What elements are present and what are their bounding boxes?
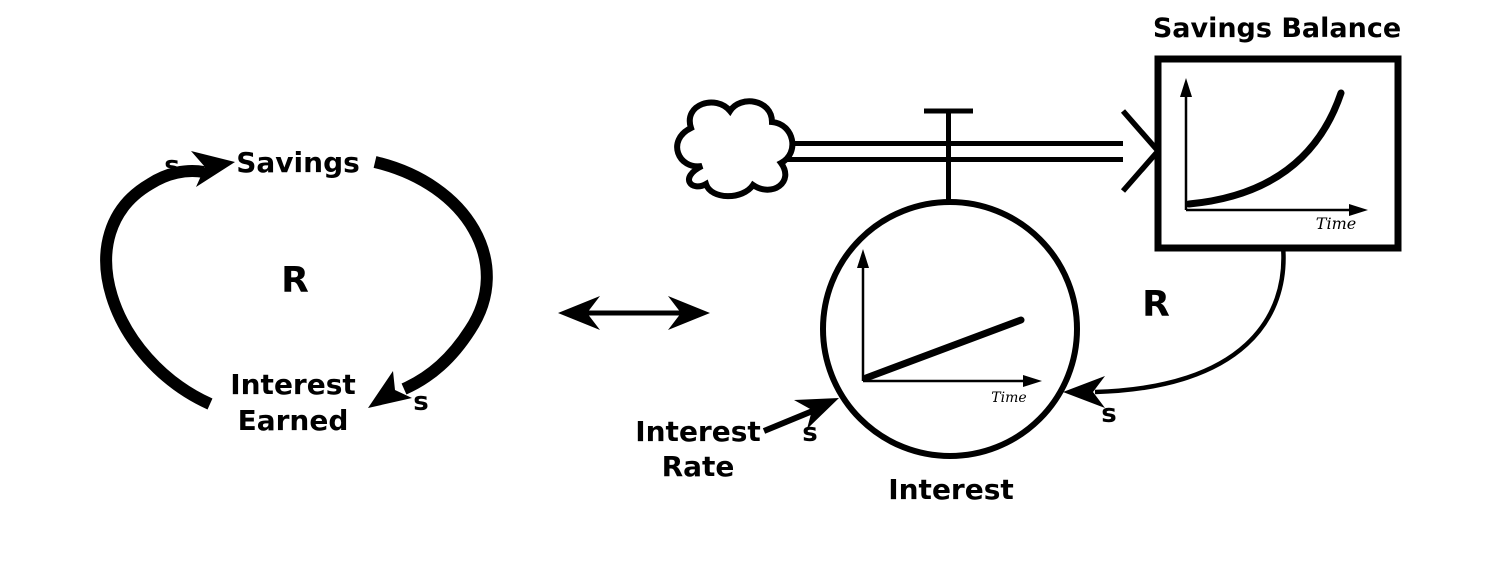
stock-title: Savings Balance [1153,13,1401,44]
flow-graph: Time [857,249,1042,406]
flow-pipe-arrowhead-icon [1120,109,1162,193]
stock-graph-time-label: Time [1316,214,1356,233]
rate-link-polarity-label: s [802,418,817,448]
interest-earned-variable-line2: Earned [238,404,349,437]
feedback-link-polarity-label: s [1101,399,1116,429]
flow-label: Interest [888,473,1014,506]
flow-graph-linear-line [862,316,1025,382]
causal-loop-diagram: s Savings R Interest Earned s [100,146,493,437]
feedback-link-arrowhead-icon [1063,376,1105,408]
interest-earned-variable-line1: Interest [230,368,356,401]
input-variable-line2: Rate [662,450,735,483]
flow-graph-time-label: Time [991,390,1026,406]
loop-polarity-label: R [281,260,309,301]
equivalence-right-arrowhead-icon [668,296,710,330]
equivalence-left-arrowhead-icon [558,296,600,330]
stock-graph: Time [1180,78,1368,233]
rate-link-shaft [762,407,817,434]
stock-box [1154,55,1402,252]
stockflow-loop-polarity-label: R [1142,284,1170,325]
link-interest-to-savings-arrowhead-icon [191,151,235,187]
rate-link-arrowhead-icon [794,398,839,429]
link-interest-to-savings-arc [100,165,213,410]
savings-variable-label: Savings [236,146,360,179]
flow-graph-y-axis-arrowhead-icon [857,249,869,268]
link-savings-to-interest-arrowhead-icon [368,371,412,408]
input-variable-line1: Interest [635,415,761,448]
link-savings-to-interest-arc [373,156,493,395]
stock-graph-y-axis-arrowhead-icon [1180,78,1192,97]
link-to-interest-polarity-label: s [413,387,428,417]
stock-flow-diagram: Savings Balance Time Time Interest Inter… [635,13,1402,506]
flow-converter-circle [820,199,1080,459]
flow-graph-x-axis-arrowhead-icon [1023,375,1042,387]
feedback-link-curve [1094,245,1286,395]
cloud-source-icon [674,98,796,200]
stock-graph-x-axis-arrowhead-icon [1349,204,1368,216]
link-to-savings-polarity-label: s [164,151,179,181]
equivalence-arrow [558,296,710,330]
stock-graph-exponential-curve [1185,89,1345,208]
